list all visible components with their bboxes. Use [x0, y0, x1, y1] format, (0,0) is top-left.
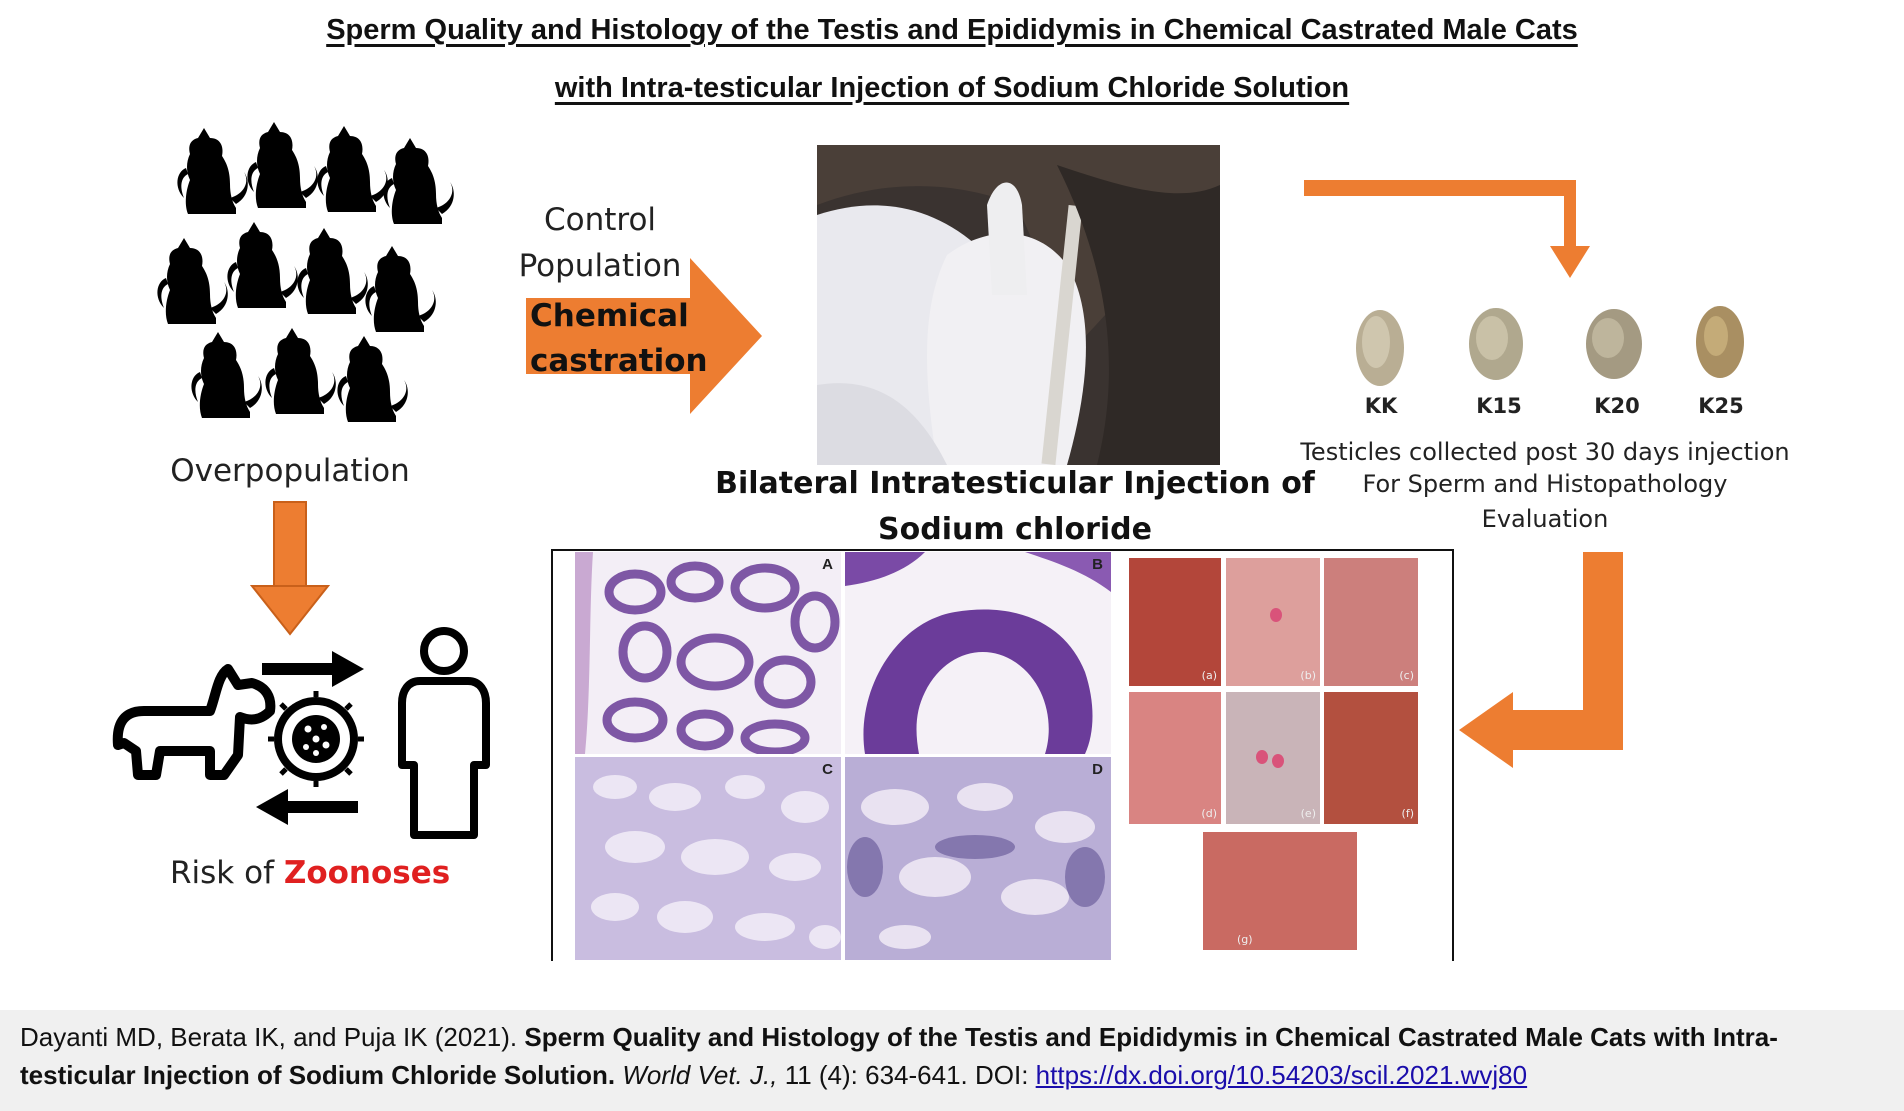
sperm-panel-e: (e): [1226, 692, 1320, 824]
title-line-1: Sperm Quality and Histology of the Testi…: [326, 14, 1578, 46]
right-arrow-icon: [526, 258, 762, 414]
panel-letter-a: A: [822, 556, 833, 573]
sperm-letter-d: (d): [1201, 807, 1217, 820]
control-label: Control: [543, 202, 657, 238]
risk-text: Risk of: [170, 855, 274, 891]
histology-panel-b: B: [845, 552, 1111, 754]
risk-label: Risk of Zoonoses: [170, 855, 470, 891]
sperm-cell-icon: [1270, 608, 1282, 622]
title-line-2: with Intra-testicular Injection of Sodiu…: [554, 72, 1350, 104]
sperm-panel-d: (d): [1129, 692, 1221, 824]
sperm-letter-c: (c): [1399, 669, 1414, 682]
sperm-panel-f: (f): [1324, 692, 1418, 824]
elbow-arrow-down-icon: [1304, 180, 1590, 278]
citation-bar: [0, 1010, 1904, 1111]
testicles-caption-line-1: Testicles collected post 30 days injecti…: [1300, 438, 1790, 466]
panel-letter-d: D: [1092, 761, 1103, 778]
zoonoses-text: Zoonoses: [283, 855, 451, 891]
injection-caption-line-2: Sodium chloride: [878, 512, 1152, 547]
sperm-cell-icon: [1272, 754, 1284, 768]
down-arrow-icon: [250, 501, 330, 636]
castration-label: castration: [530, 343, 708, 379]
testicle-label-k15: K15: [1476, 394, 1522, 418]
panel-letter-b: B: [1092, 556, 1103, 573]
results-frame: [551, 549, 1454, 961]
cat-crowd-icon: [157, 122, 454, 422]
panel-letter-c: C: [822, 761, 833, 778]
injection-caption-line-1: Bilateral Intratesticular Injection of: [715, 466, 1315, 501]
sperm-letter-a: (a): [1201, 669, 1217, 682]
citation-journal: World Vet. J.,: [622, 1060, 778, 1090]
sperm-letter-e: (e): [1300, 807, 1316, 820]
population-label: Population: [518, 248, 682, 284]
histology-panel-a: A: [575, 552, 841, 754]
citation-doi-link[interactable]: https://dx.doi.org/10.54203/scil.2021.wv…: [1035, 1060, 1528, 1090]
sperm-panel-a: (a): [1129, 558, 1221, 686]
sperm-cell-icon: [1256, 750, 1268, 764]
chemical-label: Chemical: [530, 298, 689, 334]
histology-panel-c: C: [575, 757, 841, 960]
overpopulation-label: Overpopulation: [170, 453, 410, 489]
elbow-arrow-left-icon: [1459, 552, 1623, 768]
citation-volume: 11 (4): 634-641. DOI:: [784, 1060, 1029, 1090]
testicle-label-k20: K20: [1594, 394, 1640, 418]
testicles-caption-line-3: Evaluation: [1481, 505, 1609, 533]
citation-authors: Dayanti MD, Berata IK, and Puja IK (2021…: [20, 1022, 518, 1052]
sperm-letter-b: (b): [1300, 669, 1316, 682]
citation-title: Sperm Quality and Histology of the Testi…: [20, 1022, 1778, 1090]
histology-panel-d: D: [845, 757, 1111, 960]
injection-photo: [817, 145, 1220, 465]
sperm-panel-c: (c): [1324, 558, 1418, 686]
testicles-photo: [1356, 306, 1744, 386]
sperm-panel-g: (g): [1203, 832, 1357, 950]
sperm-letter-g: (g): [1237, 933, 1253, 946]
citation: Dayanti MD, Berata IK, and Puja IK (2021…: [20, 1018, 1890, 1094]
testicles-caption-line-2: For Sperm and Histopathology: [1362, 470, 1728, 498]
testicle-label-kk: KK: [1364, 394, 1398, 418]
sperm-panel-b: (b): [1226, 558, 1320, 686]
sperm-letter-f: (f): [1401, 807, 1414, 820]
testicle-label-k25: K25: [1698, 394, 1744, 418]
zoonosis-cycle-icon: [112, 627, 490, 839]
